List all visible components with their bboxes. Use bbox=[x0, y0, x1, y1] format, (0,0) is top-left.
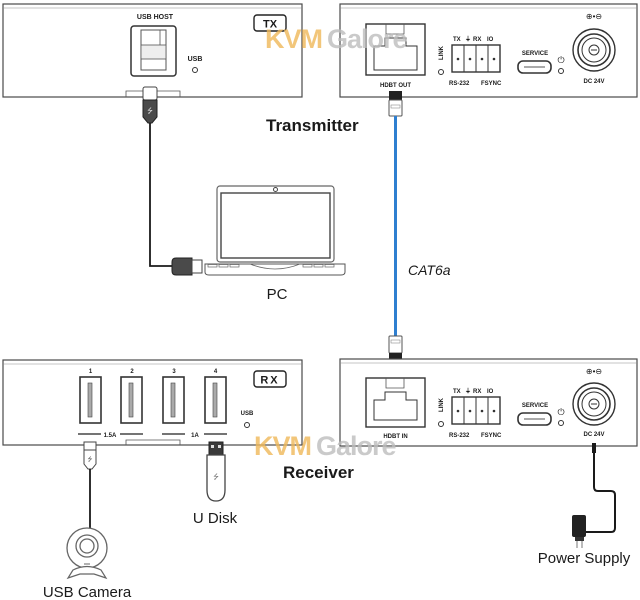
dc-24v-label: DC 24V bbox=[583, 79, 604, 85]
link-label: LINK bbox=[439, 397, 445, 412]
watermark-top: KVM Galore bbox=[265, 24, 409, 54]
usb-port-3[interactable] bbox=[162, 376, 185, 424]
usb-led-icon bbox=[192, 67, 198, 73]
usb-plug-icon bbox=[142, 99, 158, 124]
cat6a-label: CAT6a bbox=[408, 262, 451, 278]
rj45-plug-top-icon bbox=[389, 91, 402, 100]
rs232-label: RS-232 bbox=[449, 81, 470, 87]
pc-label: PC bbox=[267, 286, 288, 303]
service-label: SERVICE bbox=[522, 403, 548, 409]
link-label: LINK bbox=[439, 45, 445, 60]
usb-port-4[interactable] bbox=[204, 376, 227, 424]
webcam-dot-icon bbox=[273, 187, 278, 192]
watermark-galore: Galore bbox=[316, 431, 397, 461]
usb-symbol-icon: ⭍ bbox=[147, 107, 153, 115]
cable-slot bbox=[125, 439, 181, 445]
usb-camera-connection[interactable]: ⭍ bbox=[83, 441, 97, 528]
power-led-icon bbox=[558, 420, 564, 426]
fsync-label: FSYNC bbox=[481, 81, 502, 87]
current-1-5a-label: 1.5A bbox=[104, 433, 117, 439]
fsync-label: FSYNC bbox=[481, 433, 502, 439]
link-led-icon bbox=[438, 69, 444, 75]
port-4-label: 4 bbox=[214, 369, 218, 375]
usb-host-port[interactable] bbox=[130, 25, 177, 77]
usb-cable-line bbox=[149, 123, 176, 267]
receiver-label: Receiver bbox=[283, 463, 354, 482]
hdbt-in-label: HDBT IN bbox=[383, 434, 407, 440]
tx-badge-frame bbox=[253, 14, 287, 32]
watermark-kvm: KVM bbox=[265, 24, 322, 54]
terminal-tx-label: TX bbox=[453, 37, 461, 43]
link-led-icon bbox=[438, 421, 444, 427]
watermark-kvm: KVM bbox=[254, 431, 311, 461]
usb-led-label: USB bbox=[188, 56, 203, 63]
usb-host-label: USB HOST bbox=[137, 14, 174, 21]
rx-front-panel: 1 2 3 4 1.5A 1A USB RX bbox=[2, 359, 303, 446]
power-supply-connection[interactable] bbox=[584, 443, 616, 533]
tx-front-panel: USB HOST USB TX bbox=[2, 3, 303, 98]
rj45-plug-bottom-icon bbox=[388, 335, 403, 354]
usb-led-label: USB bbox=[241, 411, 254, 417]
u-disk-icon[interactable]: ⭍ bbox=[206, 441, 226, 502]
usb-camera-icon bbox=[66, 527, 108, 580]
hdbt-out-port[interactable] bbox=[365, 23, 426, 76]
hdbt-in-port[interactable] bbox=[365, 377, 426, 428]
port-3-label: 3 bbox=[172, 369, 176, 375]
ground-icon: ⏚ bbox=[465, 388, 471, 395]
service-label: SERVICE bbox=[522, 51, 548, 57]
power-led-icon bbox=[558, 68, 564, 74]
rx-front-chassis bbox=[2, 359, 303, 446]
port-1-label: 1 bbox=[89, 369, 93, 375]
usb-symbol-icon: ⭍ bbox=[88, 455, 93, 463]
usb-symbol-icon: ⭍ bbox=[213, 473, 219, 481]
current-1a-label: 1A bbox=[191, 433, 199, 439]
rs232-label: RS-232 bbox=[449, 433, 470, 439]
dc-power-jack[interactable] bbox=[572, 28, 616, 72]
terminal-io-label: IO bbox=[487, 389, 494, 395]
dc-power-jack[interactable] bbox=[572, 382, 616, 426]
usb-port-1[interactable] bbox=[79, 376, 102, 424]
usb-camera-label: USB Camera bbox=[43, 584, 132, 600]
usb-a-plug-icon bbox=[171, 257, 193, 276]
rx-badge-frame bbox=[253, 370, 287, 388]
power-icon: ⏻ bbox=[557, 407, 564, 417]
polarity-icon: ⊕•⊖ bbox=[586, 12, 602, 21]
ground-icon: ⏚ bbox=[465, 36, 471, 43]
dc-24v-label: DC 24V bbox=[583, 432, 604, 438]
power-adapter-icon bbox=[572, 515, 586, 548]
transmitter-label: Transmitter bbox=[266, 116, 359, 135]
tx-rear-panel: HDBT OUT LINK TX ⏚ RX IO RS-232 FSYNC SE… bbox=[339, 3, 638, 98]
terminal-tx-label: TX bbox=[453, 389, 461, 395]
rs232-terminal-block[interactable] bbox=[451, 44, 501, 73]
power-icon: ⏻ bbox=[557, 55, 564, 65]
rx-badge: RX bbox=[260, 375, 279, 387]
power-cable-line bbox=[584, 453, 616, 533]
usb-led-icon bbox=[244, 422, 250, 428]
rs232-terminal-block[interactable] bbox=[451, 396, 501, 425]
tx-badge: TX bbox=[263, 19, 278, 31]
polarity-icon: ⊕•⊖ bbox=[586, 367, 602, 376]
port-2-label: 2 bbox=[130, 369, 134, 375]
cat6a-cable[interactable] bbox=[388, 91, 403, 362]
rx-rear-panel: HDBT IN LINK TX ⏚ RX IO RS-232 FSYNC SER… bbox=[339, 358, 638, 447]
terminal-rx-label: RX bbox=[473, 37, 481, 43]
power-supply-label: Power Supply bbox=[538, 550, 631, 567]
usb-a-plug-icon bbox=[83, 441, 97, 451]
terminal-rx-label: RX bbox=[473, 389, 481, 395]
terminal-io-label: IO bbox=[487, 37, 494, 43]
watermark-bottom: KVM Galore bbox=[254, 431, 398, 461]
usb-cable-pc[interactable]: ⭍ bbox=[142, 86, 203, 276]
pc-laptop-icon bbox=[204, 185, 346, 276]
u-disk-label: U Disk bbox=[193, 510, 238, 527]
hdbt-out-label: HDBT OUT bbox=[380, 83, 411, 89]
usb-port-2[interactable] bbox=[120, 376, 143, 424]
watermark-galore: Galore bbox=[327, 24, 408, 54]
